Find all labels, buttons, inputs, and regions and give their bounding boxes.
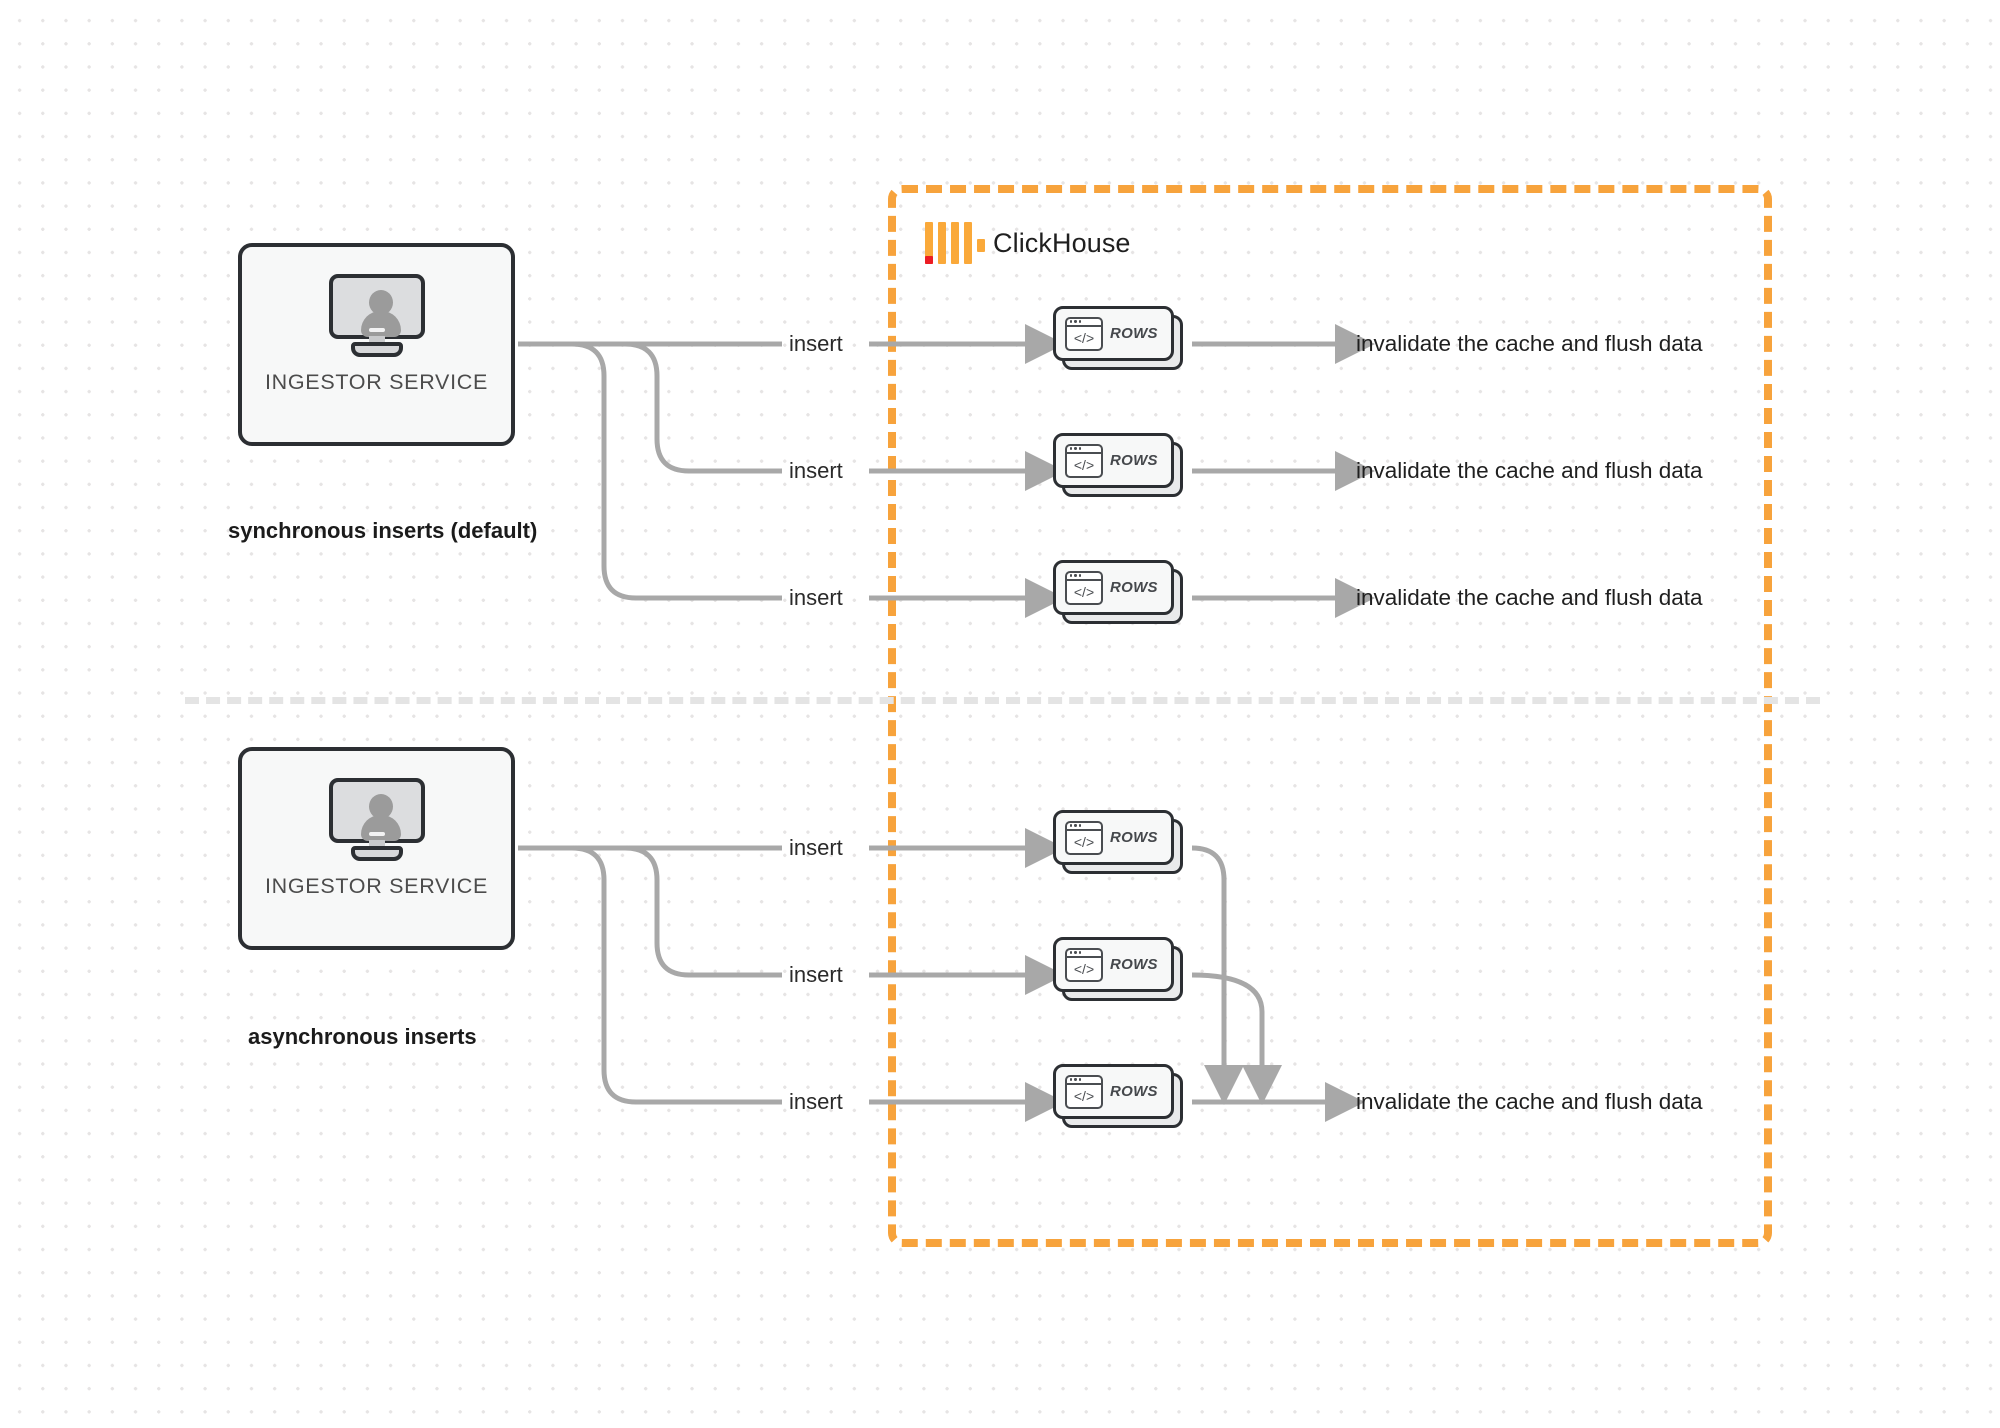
rows-node-label: ROWS — [1110, 452, 1158, 469]
monitor-user-icon — [328, 778, 425, 861]
clickhouse-logo-icon — [925, 222, 985, 264]
async-wire-branch-3 — [571, 845, 782, 1105]
code-window-icon: </> — [1065, 1074, 1103, 1109]
monitor-user-icon — [328, 274, 425, 357]
async-wire-branch-2 — [624, 845, 782, 978]
ingestor-service-sync[interactable]: INGESTOR SERVICE — [238, 243, 515, 446]
section-divider — [185, 697, 1820, 704]
rows-node-label: ROWS — [1110, 325, 1158, 342]
rows-node-label: ROWS — [1110, 1083, 1158, 1100]
flush-label-sync-3: invalidate the cache and flush data — [1356, 585, 1703, 610]
code-window-icon: </> — [1065, 570, 1103, 605]
ingestor-service-label: INGESTOR SERVICE — [264, 370, 489, 394]
section-label-synchronous: synchronous inserts (default) — [228, 518, 538, 543]
code-window-icon: </> — [1065, 820, 1103, 855]
rows-node-async-3[interactable]: </> ROWS — [1053, 1064, 1183, 1128]
clickhouse-brand-name: ClickHouse — [993, 227, 1131, 258]
sync-wire-branch-2 — [624, 341, 782, 474]
ingestor-service-async[interactable]: INGESTOR SERVICE — [238, 747, 515, 950]
ingestor-service-label: INGESTOR SERVICE — [264, 874, 489, 898]
insert-label-sync-2: insert — [789, 458, 843, 483]
clickhouse-brand: ClickHouse — [925, 222, 1131, 264]
flush-label-async-merged: invalidate the cache and flush data — [1356, 1089, 1703, 1114]
insert-label-async-3: insert — [789, 1089, 843, 1114]
insert-label-sync-3: insert — [789, 585, 843, 610]
rows-node-label: ROWS — [1110, 829, 1158, 846]
code-window-icon: </> — [1065, 316, 1103, 351]
insert-label-sync-1: insert — [789, 331, 843, 356]
rows-node-sync-2[interactable]: </> ROWS — [1053, 433, 1183, 497]
sync-wire-branch-3 — [571, 341, 782, 601]
insert-label-async-1: insert — [789, 835, 843, 860]
flush-label-sync-2: invalidate the cache and flush data — [1356, 458, 1703, 483]
insert-label-async-2: insert — [789, 962, 843, 987]
rows-node-sync-3[interactable]: </> ROWS — [1053, 560, 1183, 624]
rows-node-label: ROWS — [1110, 579, 1158, 596]
section-label-asynchronous: asynchronous inserts — [248, 1024, 477, 1049]
code-window-icon: </> — [1065, 947, 1103, 982]
rows-node-label: ROWS — [1110, 956, 1158, 973]
rows-node-sync-1[interactable]: </> ROWS — [1053, 306, 1183, 370]
clickhouse-boundary-region — [888, 185, 1772, 1247]
rows-node-async-2[interactable]: </> ROWS — [1053, 937, 1183, 1001]
code-window-icon: </> — [1065, 443, 1103, 478]
rows-node-async-1[interactable]: </> ROWS — [1053, 810, 1183, 874]
flush-label-sync-1: invalidate the cache and flush data — [1356, 331, 1703, 356]
